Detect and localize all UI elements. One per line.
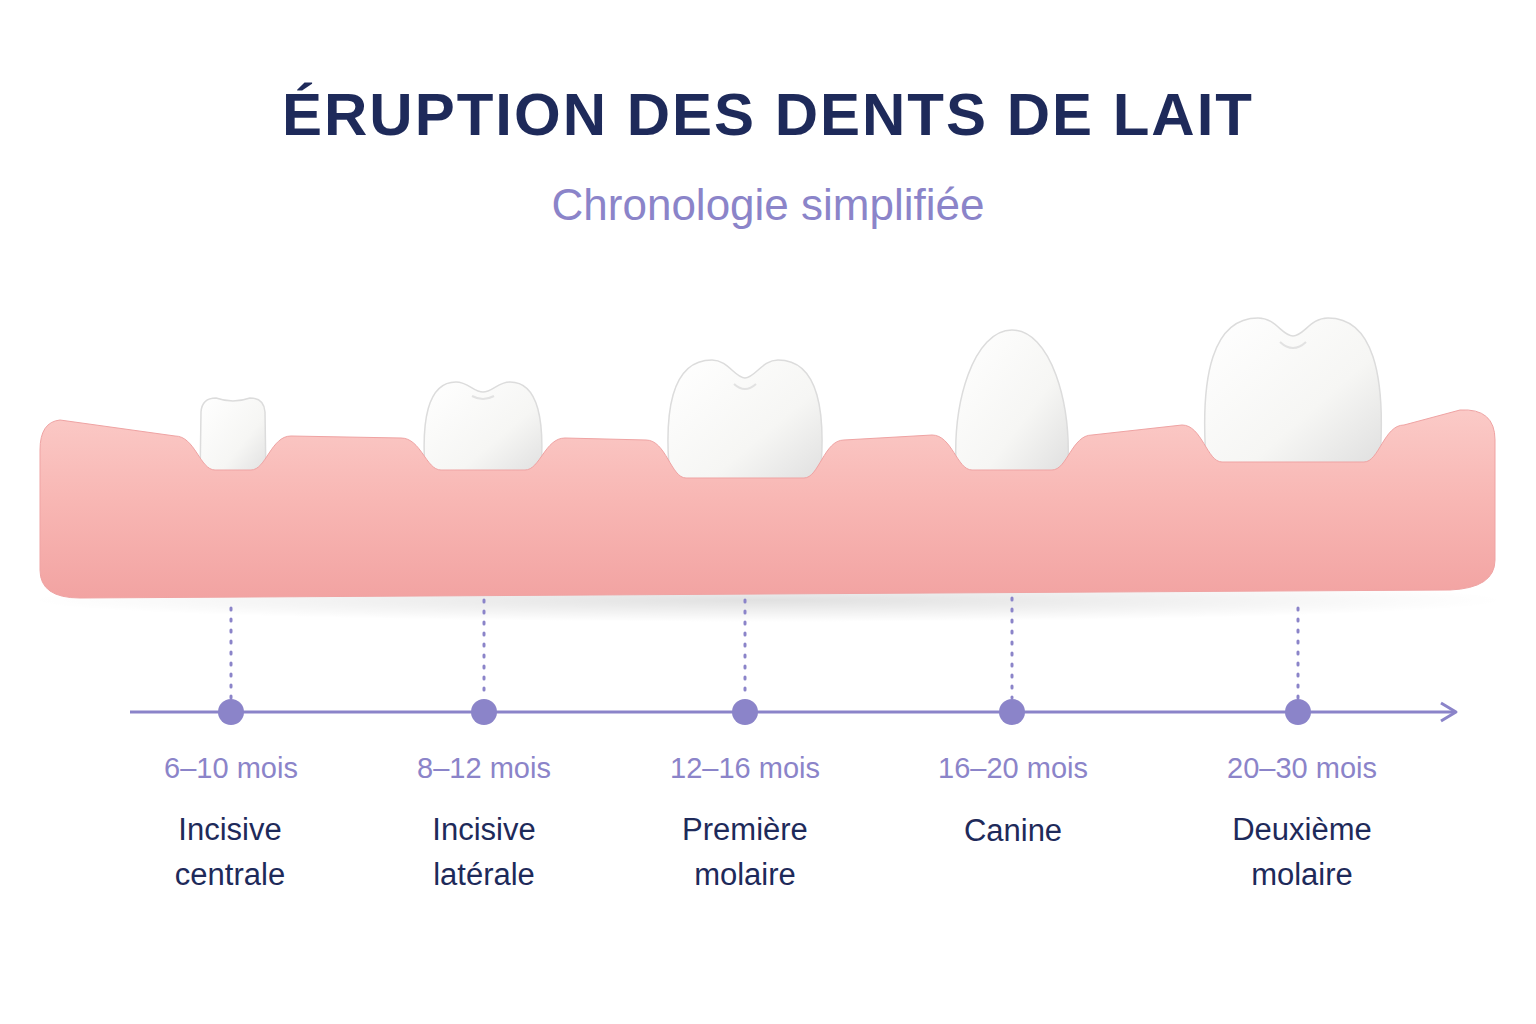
tooth-name: Deuxième molaire	[1215, 807, 1390, 897]
dotted-guides	[231, 598, 1298, 698]
second-molar	[1205, 318, 1382, 472]
central-incisor	[200, 398, 266, 480]
timeline-dots	[218, 699, 1311, 725]
age-range: 20–30 mois	[1192, 752, 1412, 785]
subtitle: Chronologie simplifiée	[318, 180, 1218, 230]
first-molar	[668, 360, 822, 488]
lateral-incisor	[424, 382, 542, 480]
age-range: 8–12 mois	[374, 752, 594, 785]
age-range: 6–10 mois	[121, 752, 341, 785]
tooth-creases	[472, 342, 1306, 399]
tooth-name: Canine	[926, 808, 1101, 853]
diagram-title: ÉRUPTION DES DENTS DE LAIT	[0, 80, 1536, 149]
timeline-axis	[130, 711, 1454, 714]
canine-tooth	[956, 330, 1068, 480]
timeline-arrowhead	[1441, 703, 1456, 721]
age-range: 12–16 mois	[635, 752, 855, 785]
tooth-name: Incisive latérale	[397, 807, 572, 897]
gum	[40, 410, 1495, 598]
tooth-name: Incisive centrale	[143, 807, 318, 897]
age-range: 16–20 mois	[903, 752, 1123, 785]
tooth-name: Première molaire	[658, 807, 833, 897]
